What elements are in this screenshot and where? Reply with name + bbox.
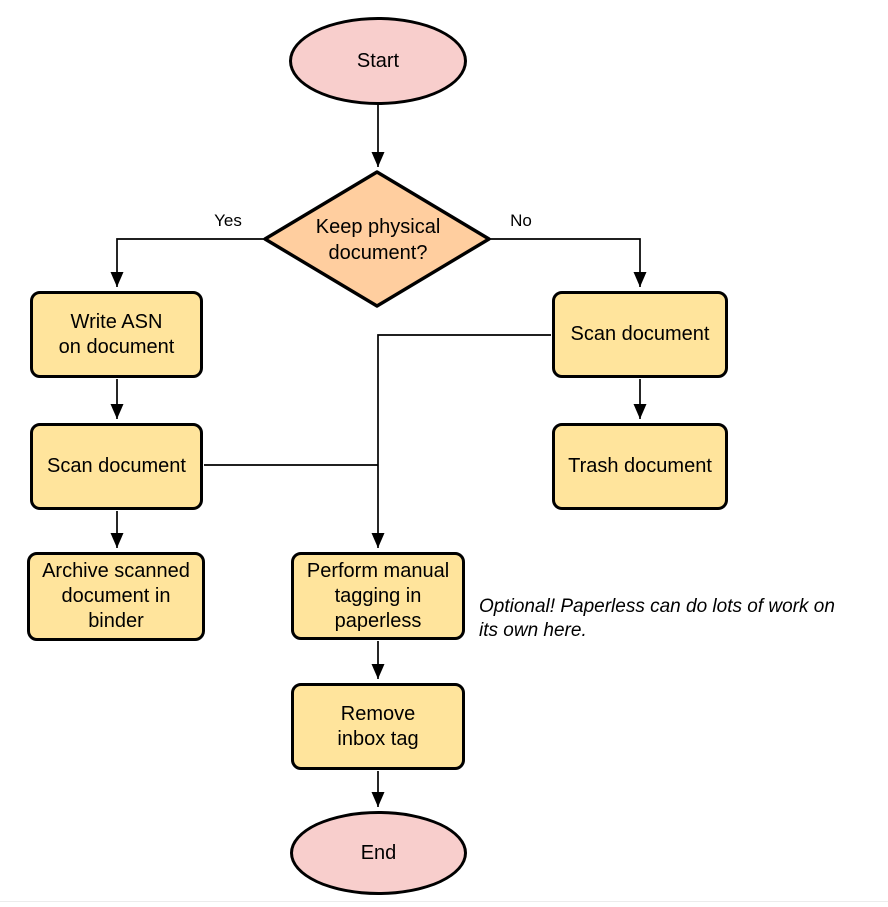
edge-label-yes: Yes — [214, 211, 242, 230]
node-scan-document-left: Scan document — [30, 423, 203, 510]
node-decision-label: Keep physical document? — [315, 216, 441, 264]
node-tagging-label: Perform manual tagging in paperless — [306, 559, 450, 632]
edge-label-no: No — [510, 211, 532, 230]
node-end-label: End — [360, 841, 397, 864]
edge-decision-to-write-asn — [110, 238, 265, 287]
node-scan-left-label: Scan document — [47, 455, 186, 477]
node-archive-label: Archive scanned document in binder — [42, 560, 190, 632]
node-scan-document-right: Scan document — [552, 291, 728, 378]
node-write-asn-on-document: Write ASN on document — [30, 291, 203, 378]
annotation-note: Optional! Paperless can do lots of work … — [479, 596, 835, 641]
node-start-label: Start — [356, 49, 400, 72]
node-write-asn-label: Write ASN on document — [58, 310, 175, 358]
edge-scan-right-to-tagging — [371, 334, 551, 548]
node-scan-right-label: Scan document — [570, 323, 710, 345]
node-remove-inbox-tag: Remove inbox tag — [291, 683, 465, 770]
bottom-divider — [0, 901, 888, 902]
edge-decision-to-scan-right — [489, 238, 647, 287]
node-archive-scanned-document: Archive scanned document in binder — [27, 552, 205, 641]
node-remove-label: Remove inbox tag — [337, 702, 419, 750]
node-end: End — [290, 811, 467, 895]
node-trash-label: Trash document — [568, 455, 712, 477]
decision-diamond-shape — [263, 170, 491, 308]
node-trash-document: Trash document — [552, 423, 728, 510]
node-perform-manual-tagging: Perform manual tagging in paperless — [291, 552, 465, 640]
node-start: Start — [289, 17, 467, 105]
